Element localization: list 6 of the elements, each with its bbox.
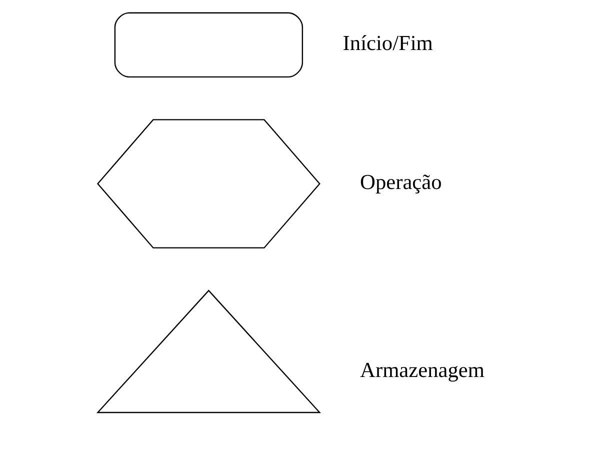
- node-triangle: [96, 290, 320, 414]
- node-label: Operação: [360, 170, 442, 194]
- node-hexagon: [96, 119, 320, 248]
- node-label: Armazenagem: [360, 358, 484, 382]
- node-stadium: [114, 12, 303, 78]
- node-label: Início/Fim: [342, 31, 432, 56]
